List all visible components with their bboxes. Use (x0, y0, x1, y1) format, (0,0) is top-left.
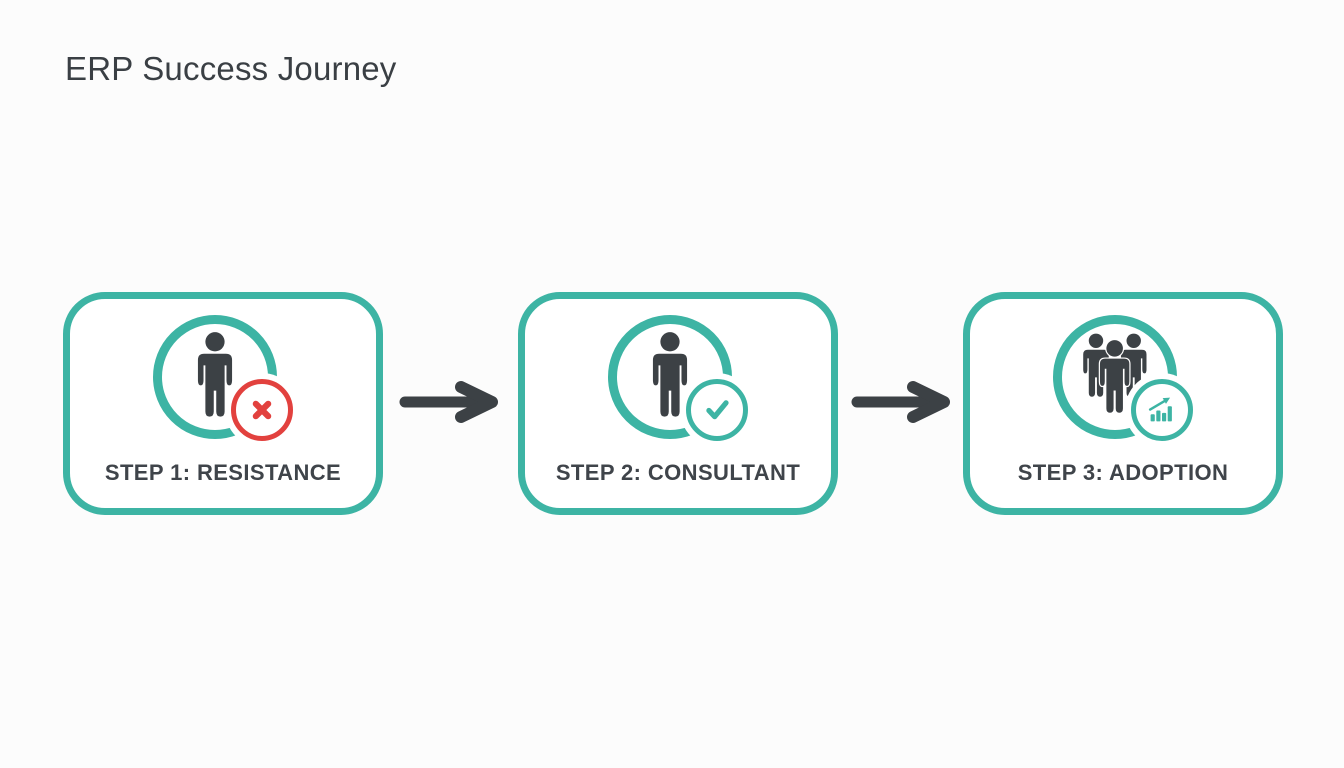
step-card-adoption: STEP 3: ADOPTION (963, 292, 1283, 515)
step-label: STEP 3: ADOPTION (1017, 460, 1229, 485)
check-icon (706, 400, 729, 420)
step-card-resistance: STEP 1: RESISTANCE (63, 292, 383, 515)
arrow-right-icon (399, 381, 498, 423)
x-circle-badge (231, 379, 293, 441)
icon-ring (608, 315, 732, 439)
step1-icon-group (153, 315, 293, 441)
check-circle-badge (686, 379, 748, 441)
growth-chart-icon (1148, 397, 1172, 422)
growth-chart-badge (1131, 379, 1193, 441)
step2-icon-group (608, 315, 748, 441)
step-label: STEP 2: CONSULTANT (555, 460, 801, 485)
arrow-right-icon (851, 381, 950, 423)
x-icon (252, 400, 272, 420)
step3-icon-group (1053, 315, 1193, 441)
icon-ring (153, 315, 277, 439)
icon-ring (1053, 315, 1177, 439)
step-card-consultant: STEP 2: CONSULTANT (518, 292, 838, 515)
page-title: ERP Success Journey (65, 50, 397, 87)
step-label: STEP 1: RESISTANCE (104, 460, 342, 485)
